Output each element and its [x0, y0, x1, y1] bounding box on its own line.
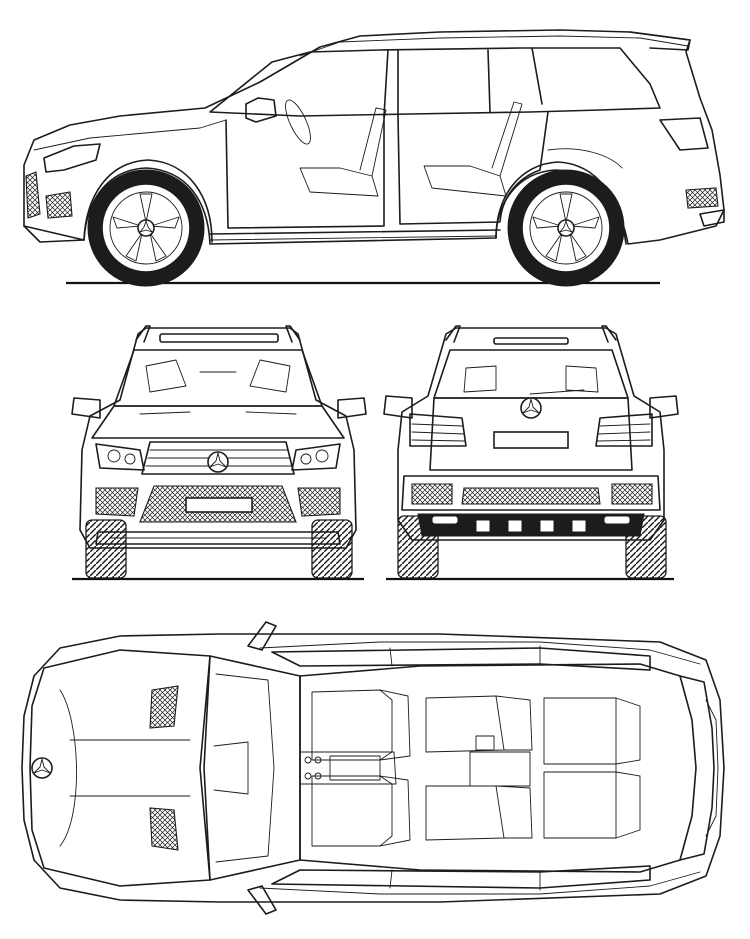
- side-view: [23, 29, 725, 287]
- rear-view: [383, 325, 679, 581]
- top-view: [21, 621, 725, 915]
- front-view: [71, 325, 367, 581]
